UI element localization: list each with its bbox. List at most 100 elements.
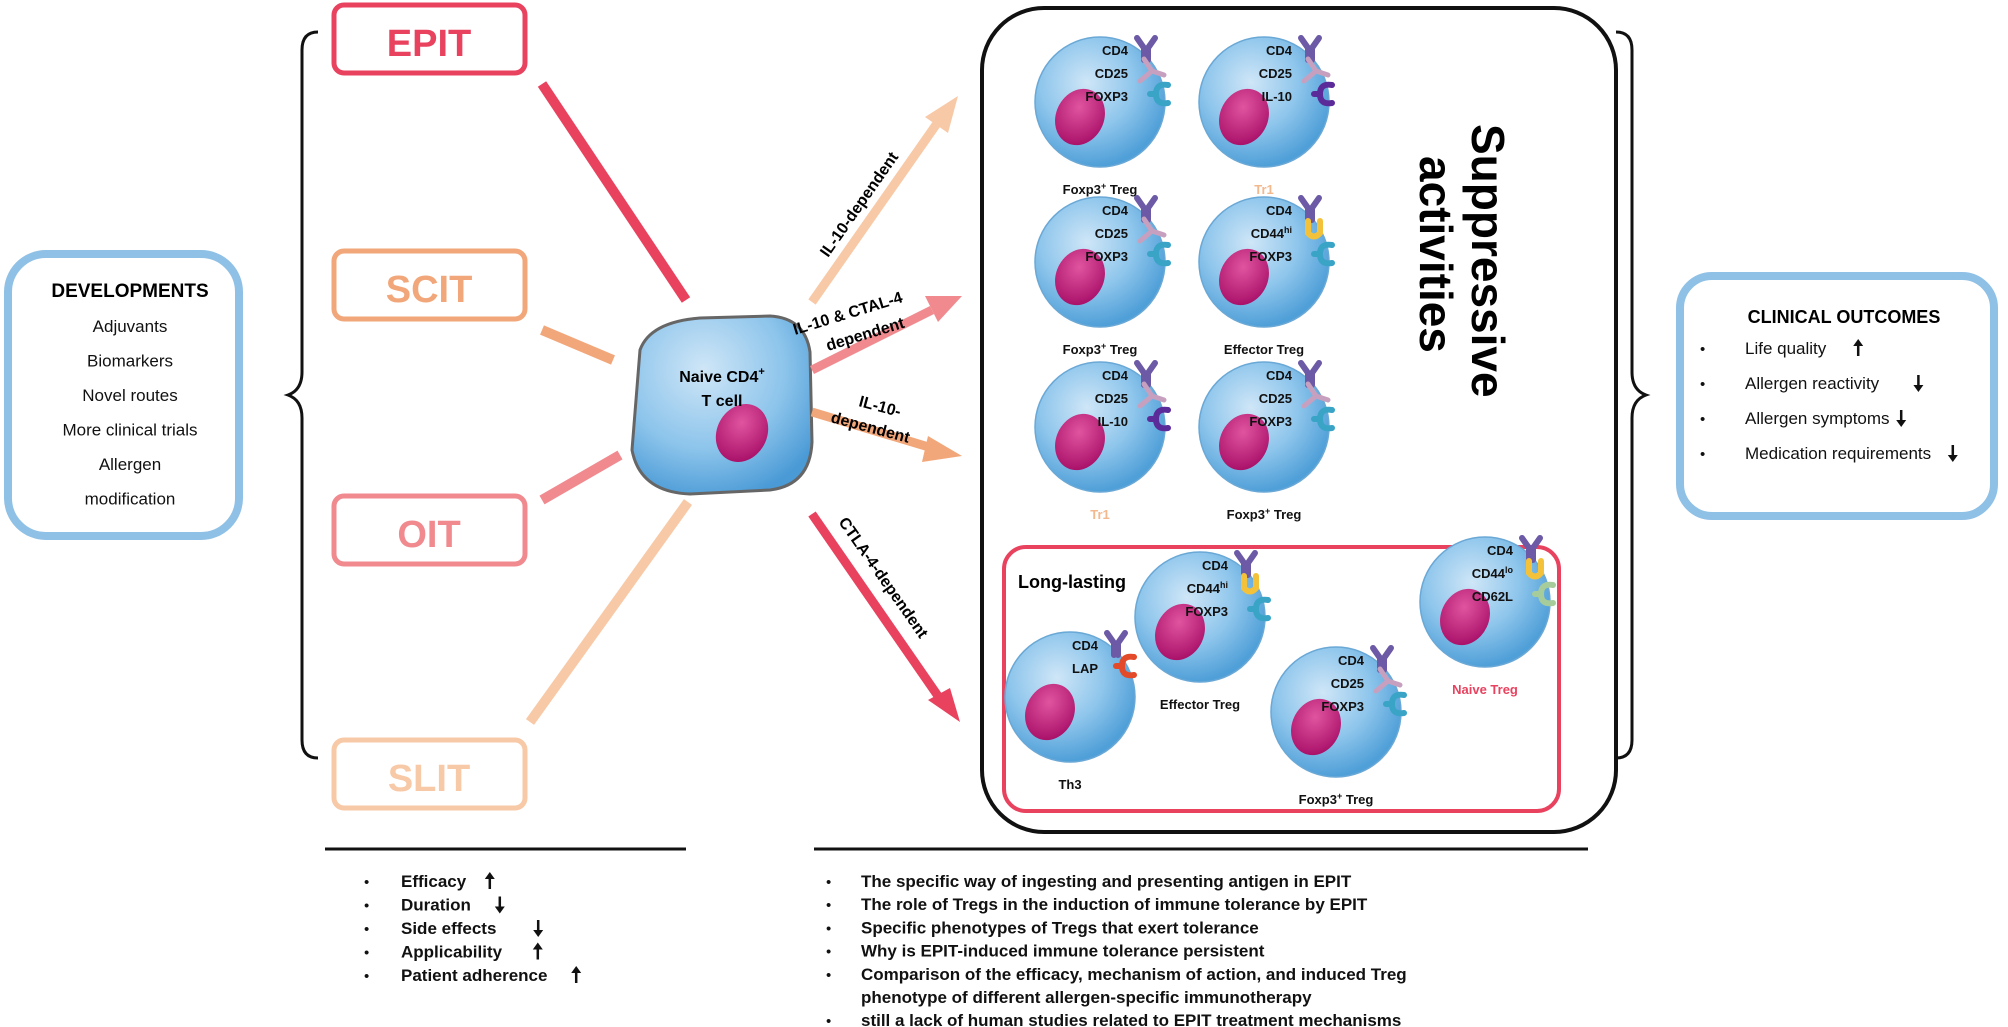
long-lasting-title: Long-lasting	[1018, 572, 1126, 592]
bullet: •	[826, 967, 831, 984]
bullet: •	[364, 968, 369, 985]
cd44-receptor-icon	[1305, 218, 1323, 240]
cd4-receptor-icon	[1134, 195, 1158, 223]
long-lasting-frame	[1002, 545, 1561, 813]
marker-label: CD44lo	[1472, 565, 1514, 581]
il10-receptor-icon	[1147, 406, 1171, 432]
trend-down-icon	[1896, 410, 1907, 427]
marker-label: CD25	[1095, 391, 1128, 406]
cd4-receptor-icon	[1298, 35, 1322, 63]
marker-label: FOXP3	[1085, 249, 1128, 264]
bullet: •	[1700, 446, 1705, 463]
foxp3-receptor-icon	[1147, 241, 1171, 267]
trend-down-icon	[494, 896, 505, 914]
foxp3-receptor-icon	[1147, 81, 1171, 107]
cd4-receptor-icon	[1134, 35, 1158, 63]
bullet: •	[826, 1013, 831, 1027]
open-question-item: Why is EPIT-induced immune tolerance per…	[861, 942, 1265, 961]
marker-label: CD4	[1102, 368, 1129, 383]
clinical-outcome-item: Allergen reactivity	[1745, 374, 1880, 393]
trend-up-icon	[484, 872, 495, 889]
cell-name: Foxp3+ Treg	[1063, 181, 1138, 197]
marker-label: CD4	[1102, 203, 1129, 218]
cd25-receptor-icon	[1137, 381, 1167, 409]
route-comparison-item: Efficacy	[401, 872, 467, 891]
route-label: OIT	[397, 514, 460, 556]
bullet: •	[1700, 341, 1705, 358]
marker-label: CD4	[1266, 43, 1293, 58]
marker-label: CD4	[1266, 368, 1293, 383]
oit-connector	[539, 450, 623, 505]
cell-nucleus	[1155, 603, 1205, 661]
trend-down-icon	[533, 920, 544, 937]
marker-label: CD4	[1072, 638, 1099, 653]
naive-cd4-t-cell: Naive CD4+ T cell	[630, 314, 814, 496]
cell-name: Tr1	[1254, 182, 1274, 197]
naive-cell-body	[630, 314, 814, 496]
clinical-outcomes-panel: CLINICAL OUTCOMES • Life quality • Allergen…	[1676, 272, 1998, 520]
cd4-receptor-icon	[1370, 645, 1394, 673]
route-box-epit: EPIT	[331, 2, 528, 76]
foxp3-receptor-icon	[1311, 241, 1335, 267]
marker-label: CD25	[1331, 676, 1364, 691]
cell-nucleus	[1219, 88, 1269, 146]
trend-up-icon	[1853, 339, 1864, 356]
trend-up-icon	[532, 942, 543, 960]
cd25-receptor-icon	[1301, 56, 1331, 84]
cell-nucleus	[1055, 413, 1105, 471]
marker-label: IL-10	[1098, 414, 1128, 429]
open-question-item: Specific phenotypes of Tregs that exert …	[861, 918, 1259, 937]
clinical-outcome-item: Life quality	[1745, 339, 1827, 358]
open-question-item: Comparison of the efficacy, mechanism of…	[861, 965, 1407, 984]
development-item: More clinical trials	[62, 421, 197, 440]
cd25-receptor-icon	[1373, 666, 1403, 694]
developments-frame	[4, 250, 243, 540]
development-item: Adjuvants	[93, 317, 168, 336]
cell-nucleus	[1055, 248, 1105, 306]
cell-nucleus	[1219, 248, 1269, 306]
trend-down-icon	[1913, 375, 1924, 392]
marker-label: CD4	[1202, 558, 1229, 573]
marker-label: FOXP3	[1185, 604, 1228, 619]
development-item: Novel routes	[82, 386, 177, 405]
cell-name: Naive Treg	[1452, 682, 1518, 697]
marker-label: CD25	[1095, 66, 1128, 81]
marker-label: FOXP3	[1085, 89, 1128, 104]
cd44-receptor-icon	[1241, 573, 1259, 595]
development-item: Biomarkers	[87, 352, 173, 371]
foxp3-receptor-icon	[1311, 406, 1335, 432]
bullet: •	[1700, 376, 1705, 393]
bullet: •	[364, 945, 369, 962]
cd25-receptor-icon	[1137, 216, 1167, 244]
foxp3-receptor-icon	[1383, 691, 1407, 717]
bullet: •	[364, 921, 369, 938]
suppressive-title-1: Suppressive	[1462, 124, 1514, 398]
clinical-outcomes-title: CLINICAL OUTCOMES	[1748, 307, 1941, 327]
clinical-outcome-item: Medication requirements	[1745, 444, 1931, 463]
bullet: •	[364, 898, 369, 915]
cd4-receptor-icon	[1298, 195, 1322, 223]
cd4-receptor-icon	[1134, 360, 1158, 388]
marker-label: CD25	[1259, 66, 1292, 81]
il10-receptor-icon	[1311, 81, 1335, 107]
cell-name: Foxp3+ Treg	[1227, 506, 1302, 522]
cell-nucleus	[1440, 588, 1490, 646]
route-comparison-list: •Efficacy•Duration•Side effects•Applicab…	[364, 872, 582, 985]
marker-label: IL-10	[1262, 89, 1292, 104]
naive-cell-label: Naive CD4+	[679, 366, 765, 386]
cd4-receptor-icon	[1519, 535, 1543, 563]
marker-label: CD62L	[1472, 589, 1513, 604]
open-question-item: phenotype of different allergen-specific…	[861, 988, 1312, 1007]
cd4-receptor-icon	[1104, 630, 1128, 658]
cd4-receptor-icon	[1298, 360, 1322, 388]
lap-receptor-icon	[1113, 653, 1137, 679]
